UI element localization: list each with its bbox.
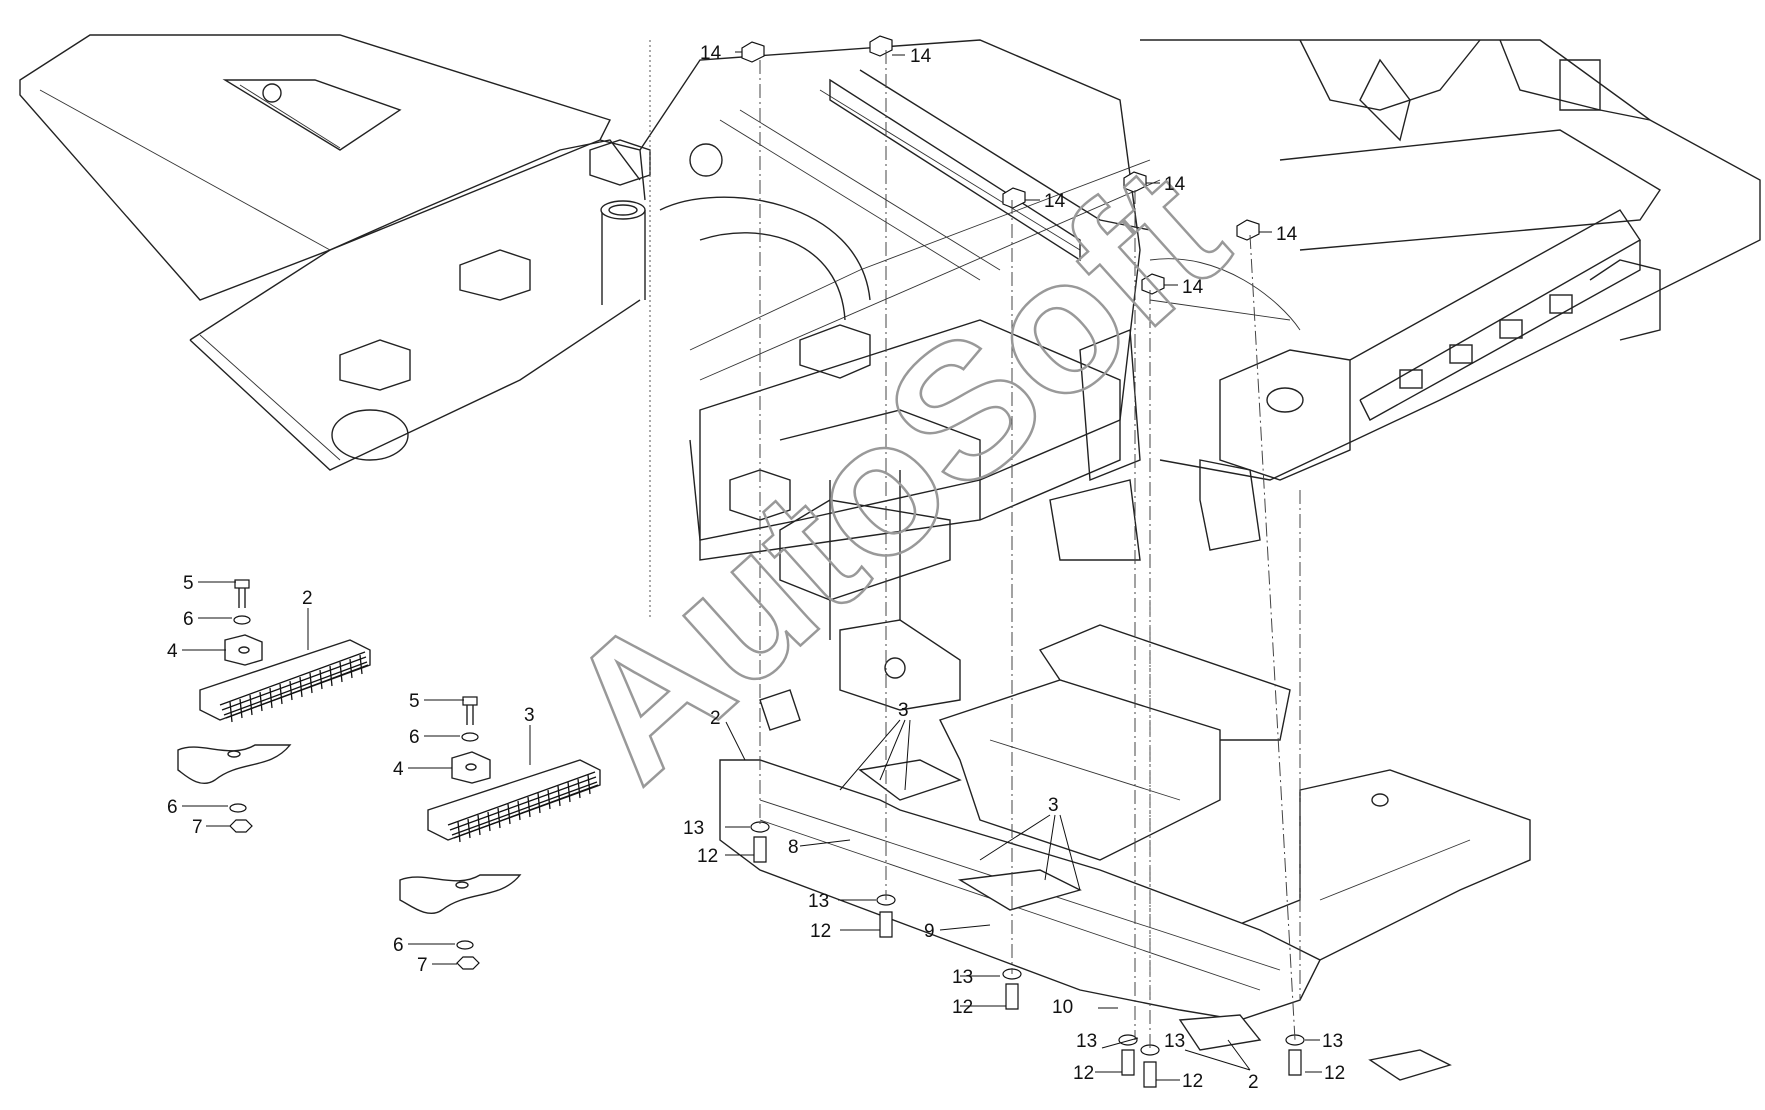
callout-5: 5 [409,691,420,712]
chassis-frame [19,34,1761,731]
callout-12: 12 [1324,1063,1345,1084]
callout-13: 13 [952,967,973,988]
callout-4: 4 [393,759,404,780]
callout-14: 14 [1182,277,1204,298]
callout-2: 2 [710,708,721,729]
callout-labels: 14 14 14 14 14 14 5 6 4 2 6 7 5 6 4 3 6 … [167,43,1345,1093]
callout-12: 12 [1073,1063,1094,1084]
brush-strip-3 [447,771,599,843]
callout-7: 7 [192,817,203,838]
callout-13: 13 [1164,1031,1185,1052]
callout-8: 8 [788,837,799,858]
callout-5: 5 [183,573,194,594]
callout-4: 4 [167,641,178,662]
callout-6: 6 [393,935,404,956]
callout-13: 13 [808,891,829,912]
callout-14: 14 [1276,224,1298,245]
callout-13: 13 [1076,1031,1097,1052]
callout-3: 3 [1048,795,1059,816]
assembly-centerlines [649,40,1301,1050]
callout-6: 6 [183,609,194,630]
callout-3: 3 [898,700,909,721]
brush-strip-2 [219,651,369,723]
callout-12: 12 [952,997,973,1018]
callout-12: 12 [1182,1071,1203,1092]
callout-13: 13 [1322,1031,1343,1052]
callout-14: 14 [1044,191,1066,212]
callout-14: 14 [1164,174,1186,195]
callout-2: 2 [1248,1072,1259,1093]
callout-10: 10 [1052,997,1073,1018]
leader-lines [182,51,1322,1081]
callout-12: 12 [810,921,831,942]
callout-7: 7 [417,955,428,976]
fasteners [741,35,1305,1088]
belly-pans [719,624,1531,1081]
callout-2: 2 [302,588,313,609]
callout-14: 14 [700,43,722,64]
callout-3: 3 [524,705,535,726]
callout-6: 6 [167,797,178,818]
callout-12: 12 [697,846,718,867]
callout-9: 9 [924,921,935,942]
step-assembly-left [177,579,371,833]
callout-13: 13 [683,818,704,839]
step-assembly-right [399,696,601,970]
callout-6: 6 [409,727,420,748]
callout-14: 14 [910,46,932,67]
